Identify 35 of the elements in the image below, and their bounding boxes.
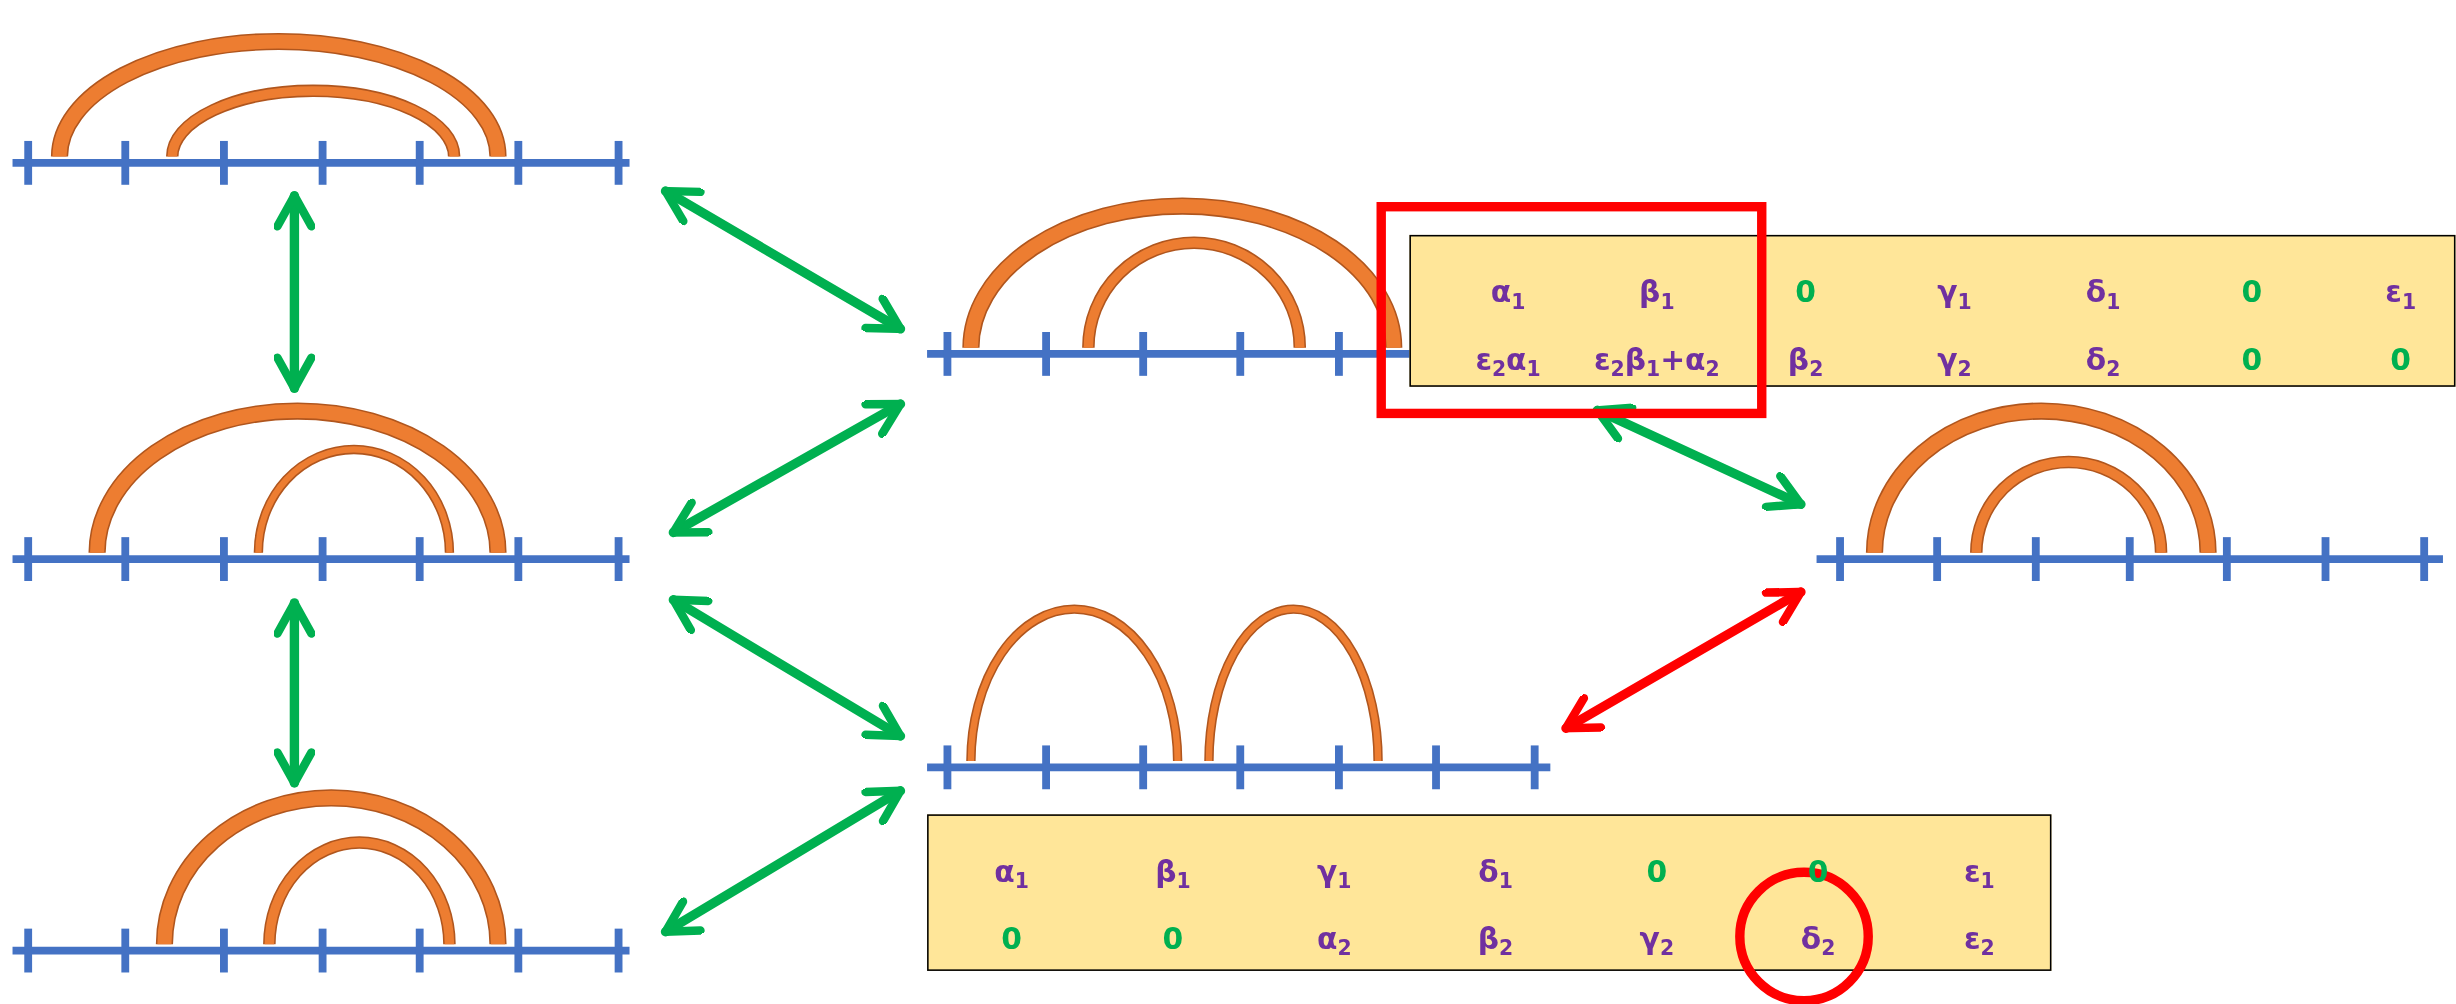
table-cell-text: γ$_{1}$	[1317, 853, 1352, 895]
table-cell: 0	[2241, 274, 2263, 309]
table-cell-text: δ$_{1}$	[1478, 853, 1513, 895]
table-cell-text: β$_{2}$	[1787, 341, 1824, 383]
table-cell: 0	[1795, 274, 1816, 309]
table-cell-text: ε$_{2}$	[1964, 920, 1995, 962]
double-arrow	[660, 186, 906, 334]
table-cell-text: ε$_{2}$β$_{1}$+α$_{2}$	[1593, 341, 1720, 383]
table-cell-text: β$_{2}$	[1477, 920, 1514, 962]
table-cell-text: β$_{1}$	[1155, 853, 1191, 895]
table-cell-text: δ$_{2}$	[2085, 341, 2121, 383]
double-arrow	[660, 786, 906, 937]
table-cell: 0	[1162, 920, 1184, 956]
table-cell: 0	[1646, 853, 1668, 888]
table-cell-text: β$_{1}$	[1639, 274, 1675, 316]
double-arrow	[1592, 403, 1806, 512]
double-arrow	[1561, 587, 1806, 733]
table-cell-text: δ$_{1}$	[2085, 274, 2121, 316]
table-cell: 0	[1001, 920, 1022, 956]
table-cell-text: α$_{1}$	[994, 853, 1029, 895]
table-cell-text: δ$_{2}$	[1800, 920, 1836, 962]
table-cell-text: γ$_{2}$	[1937, 341, 1972, 383]
double-arrow	[273, 191, 316, 394]
double-arrow	[273, 598, 316, 788]
table-cell-text: ε$_{1}$	[2385, 274, 2417, 316]
table-cell-text: α$_{2}$	[1316, 920, 1352, 962]
double-arrow	[668, 595, 906, 741]
table-cell-text: γ$_{2}$	[1639, 920, 1675, 962]
table-cell-text: ε$_{2}$α$_{1}$	[1475, 341, 1541, 383]
table-cell: 0	[2390, 341, 2412, 376]
double-arrow	[668, 399, 906, 538]
table-cell-text: α$_{1}$	[1490, 274, 1526, 316]
table-cell-text: γ$_{1}$	[1937, 274, 1972, 316]
table-cell: 0	[2241, 341, 2263, 376]
table-cell-text: ε$_{1}$	[1964, 853, 1995, 895]
